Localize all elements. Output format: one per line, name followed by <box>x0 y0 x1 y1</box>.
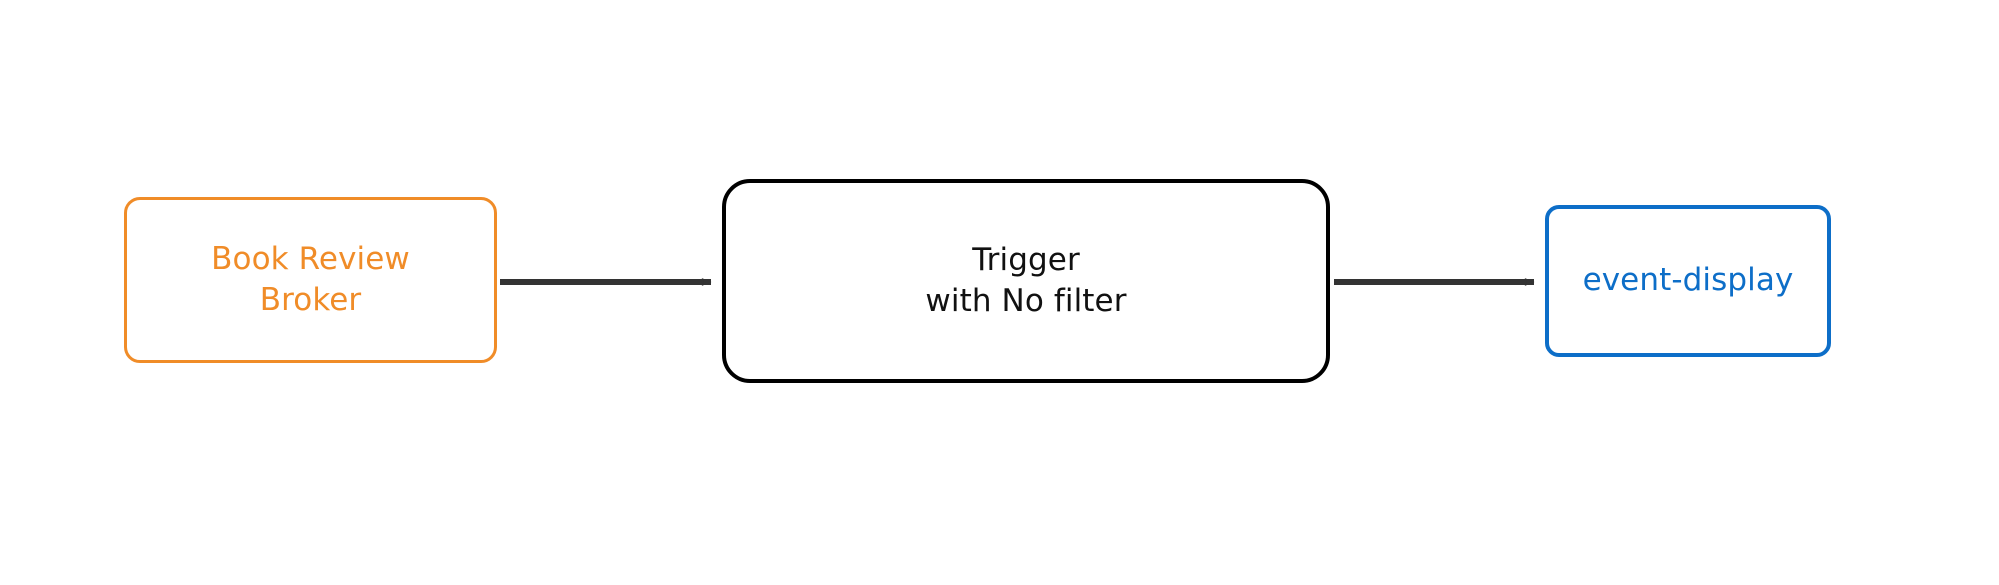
node-label-book-review-broker: Book Review Broker <box>211 240 410 318</box>
node-event-display[interactable]: event-display <box>1545 205 1831 357</box>
node-label-trigger: Trigger with No filter <box>925 241 1127 319</box>
node-label-event-display: event-display <box>1582 262 1794 299</box>
node-trigger[interactable]: Trigger with No filter <box>722 179 1330 383</box>
node-book-review-broker[interactable]: Book Review Broker <box>124 197 497 363</box>
